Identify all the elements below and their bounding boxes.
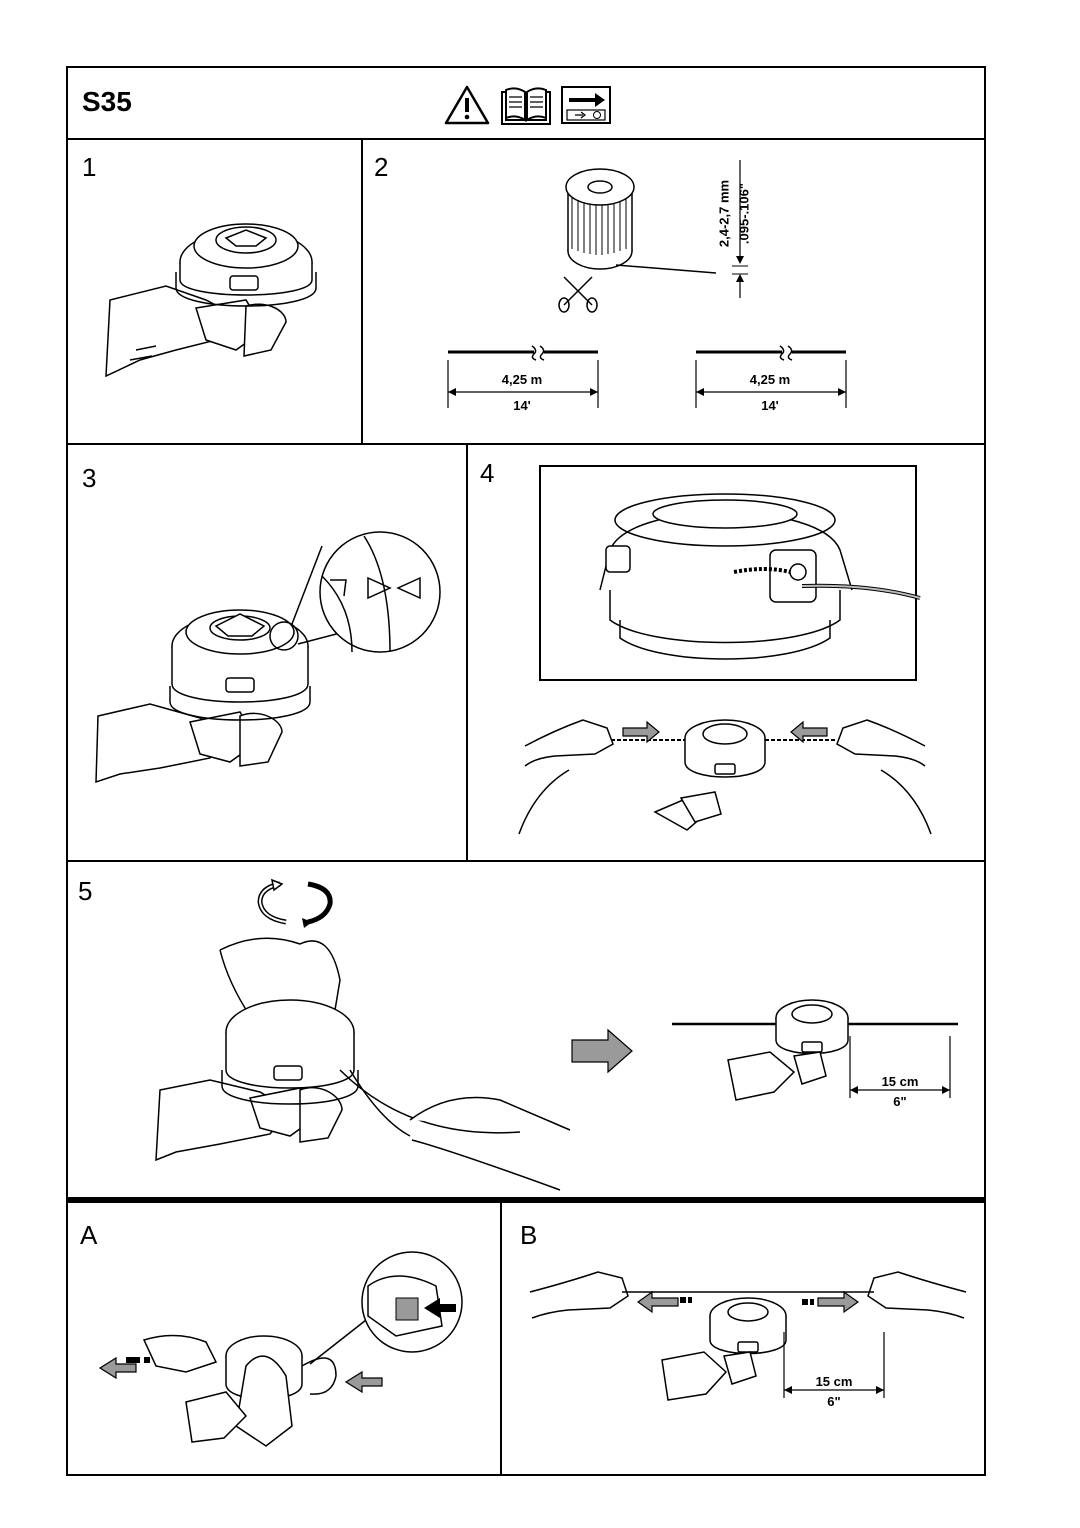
finished-head-illustration xyxy=(672,999,958,1101)
length-imperial-left: 14' xyxy=(513,398,531,413)
divider xyxy=(66,138,986,140)
length-metric-left: 4,25 m xyxy=(501,372,543,387)
panel-number: 5 xyxy=(78,876,93,906)
page-title: S35 xyxy=(82,86,132,117)
panel-number: 3 xyxy=(82,463,97,493)
length-imperial-right: 14' xyxy=(761,398,779,413)
rotate-arrows-icon xyxy=(257,878,333,928)
divider xyxy=(66,1197,986,1203)
diameter-dimension xyxy=(732,160,748,298)
instruction-frame xyxy=(66,66,986,1476)
panel-number: 2 xyxy=(374,152,389,182)
next-step-arrow-icon xyxy=(571,1028,633,1074)
manual-book-icon xyxy=(501,87,551,125)
divider xyxy=(66,860,986,862)
line-spool-illustration xyxy=(558,168,717,313)
length-metric-right: 4,25 m xyxy=(749,372,791,387)
pull-line-illustration xyxy=(529,1271,967,1401)
line-length-dimension-right xyxy=(695,345,847,408)
winding-illustration xyxy=(155,937,571,1191)
trimmer-head-illustration xyxy=(105,223,317,378)
distance-metric: 15 cm xyxy=(881,1074,919,1089)
thread-line-illustration xyxy=(518,719,932,835)
divider xyxy=(66,443,986,445)
line-diameter-imperial: .095-.106" xyxy=(736,182,752,245)
panel-number: 1 xyxy=(82,152,97,182)
line-length-dimension-left xyxy=(447,345,599,408)
divider xyxy=(466,443,468,861)
panel-number: B xyxy=(520,1220,538,1250)
distance-metric: 15 cm xyxy=(815,1374,853,1389)
panel-number: 4 xyxy=(480,458,495,488)
line-removal-illustration xyxy=(98,1251,463,1447)
alignment-illustration xyxy=(95,531,441,784)
divider xyxy=(361,138,363,444)
arrow-guide-icon xyxy=(561,86,611,124)
head-closeup-illustration xyxy=(599,493,921,660)
warning-icon xyxy=(444,85,490,125)
distance-imperial: 6" xyxy=(893,1094,907,1109)
distance-imperial: 6" xyxy=(827,1394,841,1409)
divider xyxy=(500,1203,502,1476)
closeup-box xyxy=(539,465,917,681)
panel-number: A xyxy=(80,1220,98,1250)
line-diameter-metric: 2,4-2,7 mm xyxy=(716,179,732,248)
